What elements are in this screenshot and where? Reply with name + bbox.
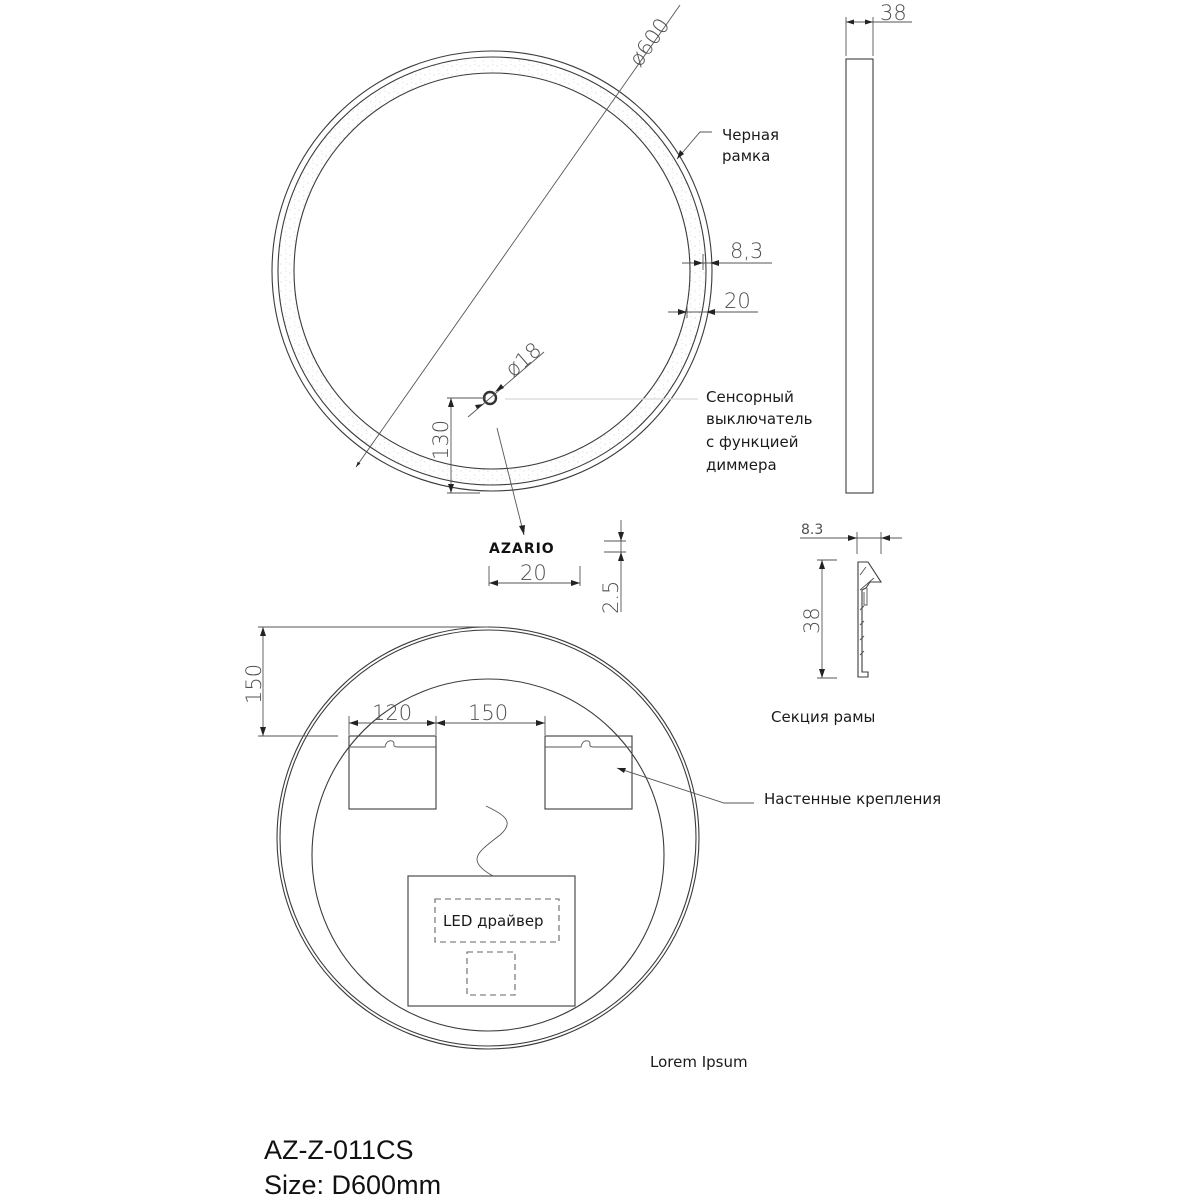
diameter-label: ø600 [624,14,674,71]
depth-label: 38 [880,1,907,25]
mount-offset-label: 150 [242,664,266,704]
led-band-ring [278,57,706,485]
wall-mount-right [544,735,633,810]
switch-label-line1: Сенсорный [706,388,794,406]
logo-width-label: 20 [520,561,547,585]
section-width-label: 8.3 [801,522,823,538]
section-height-label: 38 [800,607,824,634]
back-outer-circle-2 [279,629,697,1047]
frame-label-line1: Черная [722,126,779,144]
switch-label-line4: диммера [706,456,777,474]
led-driver-box: LED драйвер [407,875,576,1007]
switch-offset-label: 130 [429,420,453,460]
mount-width-label: 120 [372,701,412,725]
front-view: ø600 Черная рамка 8,3 20 ø18 Сенсорный в… [271,4,812,536]
back-caption: Lorem Ipsum [650,1053,748,1071]
back-outer-circle-1 [276,626,700,1050]
product-info: AZ-Z-011CS Size: D600mm [264,1135,441,1200]
mirror-edge-circle [293,72,691,470]
frame-width-label: 8,3 [730,239,763,263]
product-size: Size: D600mm [264,1170,441,1200]
led-band-label: 20 [724,289,751,313]
model-number: AZ-Z-011CS [264,1135,414,1165]
side-profile [845,58,874,494]
logo-detail: AZARIO 20 2.5 [488,520,626,614]
logo-height-label: 2.5 [599,581,623,614]
switch-label-line3: с функцией [706,433,799,451]
brand-logo: AZARIO [489,541,555,557]
mount-spacing-label: 150 [468,701,508,725]
frame-profile-shape [857,561,883,678]
back-inner-circle [311,678,665,1032]
wall-mount-left [348,735,437,810]
frame-label-line2: рамка [722,147,770,165]
outer-frame-circle [271,50,713,492]
switch-diameter-label: ø18 [501,338,547,382]
back-view: 150 120 150 Настенные крепления [242,626,941,1071]
power-cable [476,805,508,877]
mounts-label: Настенные крепления [764,790,941,808]
frame-section: 8.3 38 Секция рамы [771,522,902,726]
driver-label: LED драйвер [443,912,544,930]
switch-label-line2: выключатель [706,410,812,428]
section-caption: Секция рамы [771,708,875,726]
side-view: 38 [845,1,912,494]
frame-inner-circle [277,56,707,486]
